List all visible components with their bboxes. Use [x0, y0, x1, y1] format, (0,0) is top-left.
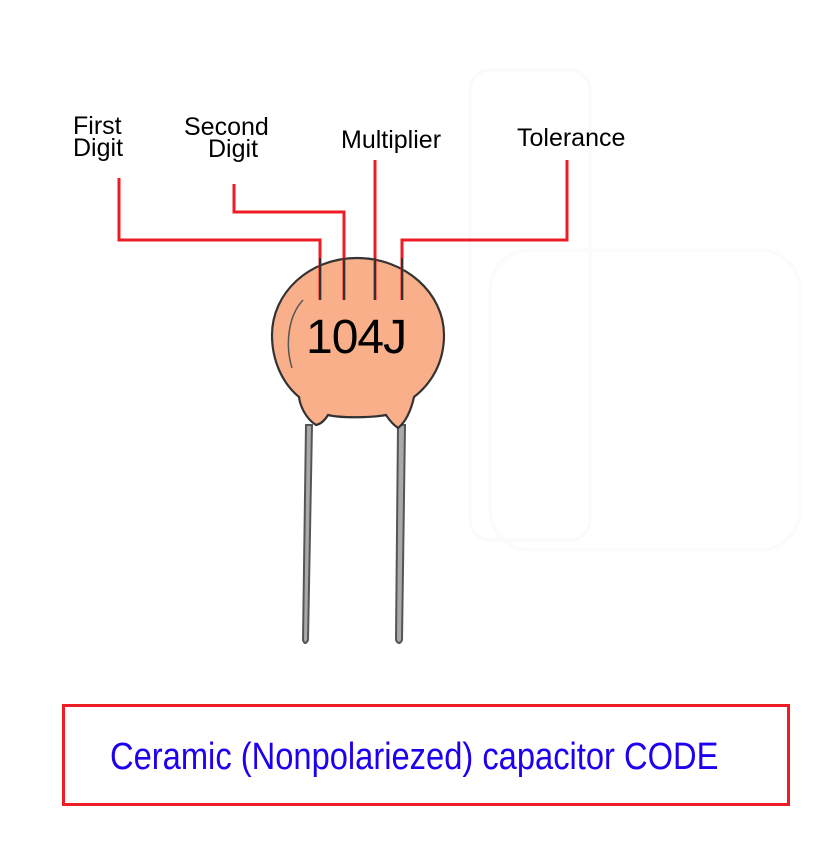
second-digit-pointer [232, 184, 346, 300]
left-lead [301, 424, 314, 644]
pointer-ends [319, 258, 403, 300]
first-digit-label-line1: First [73, 112, 122, 140]
second-digit-label-line1: Second [184, 113, 269, 141]
caption-box [62, 704, 790, 806]
second-digit-label-line2: Digit [208, 135, 259, 163]
capacitor-leads [301, 424, 407, 644]
capacitor-body [270, 256, 446, 430]
tolerance-label: Tolerance [517, 124, 626, 152]
first-digit-label-line2: Digit [73, 134, 124, 162]
right-lead [394, 424, 407, 644]
first-digit-pointer [117, 178, 322, 300]
first-digit-label: First Digit [73, 112, 124, 162]
background-watermark [468, 68, 802, 552]
capacitor-code: 104J [306, 311, 407, 364]
second-digit-label: Second Digit [184, 113, 269, 163]
tolerance-pointer [400, 160, 569, 300]
caption-text: Ceramic (Nonpolariezed) capacitor CODE [110, 736, 719, 778]
multiplier-label: Multiplier [341, 126, 442, 154]
